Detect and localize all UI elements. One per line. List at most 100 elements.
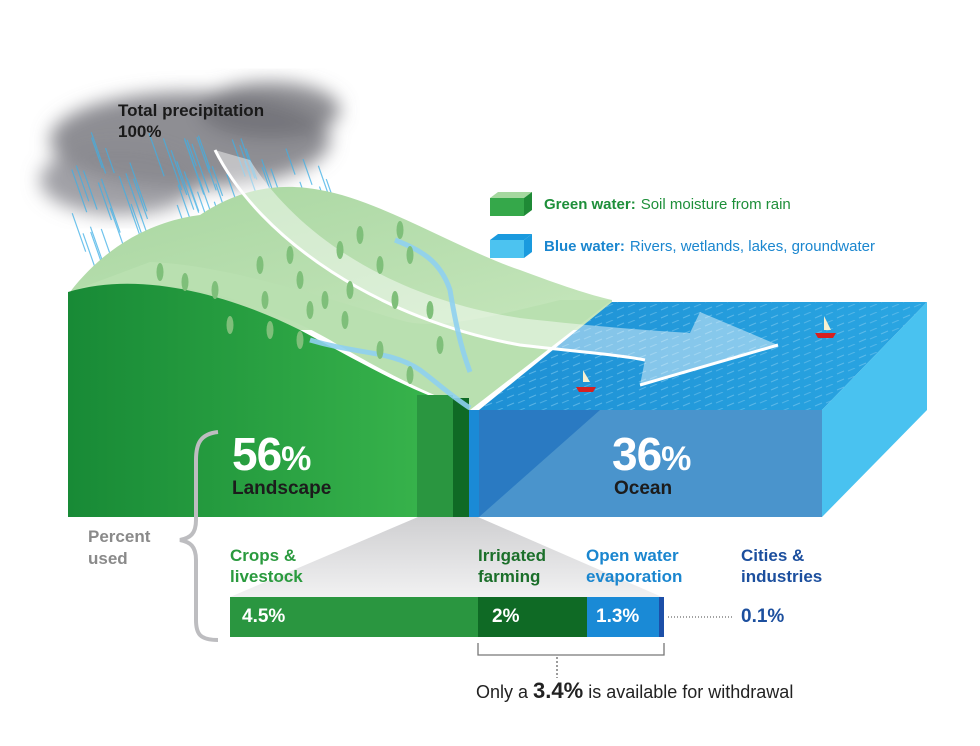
rain-streak <box>148 133 165 177</box>
bar-crops-livestock <box>230 597 478 637</box>
percent-used-line2: used <box>88 549 128 568</box>
ocean-front-shade <box>479 410 600 517</box>
tree-icon <box>346 281 354 299</box>
rain-streak <box>90 137 103 169</box>
rain-streak <box>125 173 143 220</box>
rain-streak <box>132 178 149 220</box>
landscape-top <box>70 262 612 410</box>
tree-icon <box>296 271 304 289</box>
rain-streak <box>130 203 143 234</box>
arrow-edge-2 <box>639 343 779 387</box>
value-irrigated-farming: 2% <box>492 606 520 627</box>
tree-icon <box>356 226 364 244</box>
ocean-value: 36 <box>612 428 662 480</box>
sailboat-icon <box>576 370 596 392</box>
tree-icon <box>256 256 264 274</box>
availability-bracket <box>477 643 665 656</box>
value-open-water-evaporation: 1.3% <box>596 606 640 627</box>
legend-blue-desc: Rivers, wetlands, lakes, groundwater <box>629 237 875 255</box>
ocean-label: Ocean <box>614 478 673 499</box>
rain-streak <box>183 171 200 213</box>
ocean-symbol: % <box>661 440 691 478</box>
availability-prefix: Only a <box>476 682 529 702</box>
tree-icon <box>266 321 274 339</box>
rain-streak <box>231 139 246 177</box>
sailboat-icon <box>815 316 836 338</box>
precipitation-value: 100% <box>118 122 162 141</box>
rain-streak <box>118 175 135 218</box>
bar-irrigated-farming <box>478 597 587 637</box>
rain-streak <box>186 139 197 167</box>
landscape-percent: 56% <box>232 427 311 481</box>
rain-streak <box>162 138 183 191</box>
legend-green-key: Green water: <box>544 195 636 213</box>
rain-streak <box>285 148 296 175</box>
category-label: industries <box>741 567 823 586</box>
rain-streak <box>170 150 188 196</box>
tree-icon <box>376 256 384 274</box>
rain-streak <box>183 138 204 193</box>
rain-streak <box>302 158 313 186</box>
rain-streak <box>239 144 252 177</box>
rain-streak <box>240 138 256 179</box>
strip-open-water <box>469 410 479 517</box>
availability-note: Only a 3.4% is available for withdrawal <box>476 678 793 704</box>
strip-crops <box>417 395 453 517</box>
green-cube-icon <box>490 192 532 216</box>
category-label: Irrigated <box>478 546 547 565</box>
availability-value: 3.4% <box>533 678 584 703</box>
landscape-front <box>68 283 470 517</box>
tree-icon <box>391 291 399 309</box>
rain-streak <box>104 147 115 174</box>
tree-icon <box>426 301 434 319</box>
tree-icon <box>306 301 314 319</box>
value-cities-industries: 0.1% <box>741 606 785 627</box>
rain-streak <box>71 169 88 213</box>
precipitation-title: Total precipitation <box>118 101 265 120</box>
category-cities-industries: Cities & industries <box>741 545 822 587</box>
rain-streak <box>97 182 113 221</box>
rain-streak <box>71 212 87 252</box>
rain-streak <box>90 231 103 265</box>
category-label: Open water <box>586 546 679 565</box>
zoom-wedge <box>230 517 662 597</box>
ocean-waves <box>479 302 927 410</box>
rain-cloud <box>40 82 340 215</box>
rain-streak <box>211 166 224 197</box>
bar-open-water-evaporation <box>587 597 659 637</box>
legend-blue-key: Blue water: <box>544 237 625 255</box>
tree-icon <box>226 316 234 334</box>
legend-blue-water: Blue water: Rivers, wetlands, lakes, gro… <box>490 234 875 258</box>
precipitation-label: Total precipitation 100% <box>118 100 264 142</box>
tree-icon <box>286 246 294 264</box>
rain-streak <box>90 132 107 174</box>
rain-streak <box>206 164 217 191</box>
rain-streak <box>100 178 121 233</box>
rain-streak <box>197 135 211 170</box>
percent-used-label: Percent used <box>88 526 150 570</box>
category-label: evaporation <box>586 567 683 586</box>
bar-cities-industries <box>659 597 664 637</box>
availability-suffix: is available for withdrawal <box>588 682 794 702</box>
tree-icon <box>156 263 164 281</box>
rain-streak <box>75 165 90 202</box>
category-label: livestock <box>230 567 303 586</box>
river <box>309 237 473 411</box>
ocean-percent: 36% <box>612 427 691 481</box>
strip-irrigated <box>453 398 469 517</box>
tree-icon <box>406 366 414 384</box>
tree-icon <box>406 246 414 264</box>
tree-icon <box>341 311 349 329</box>
rain-streak <box>245 148 258 180</box>
rain-streak <box>191 143 210 193</box>
legend-green-desc: Soil moisture from rain <box>640 195 791 213</box>
trees <box>156 221 444 384</box>
rain-streak <box>176 161 195 210</box>
legend-green-water: Green water: Soil moisture from rain <box>490 192 791 216</box>
tree-icon <box>321 291 329 309</box>
rain-streak <box>82 170 98 210</box>
tree-icon <box>396 221 404 239</box>
category-label: Cities & <box>741 546 805 565</box>
landscape-symbol: % <box>281 440 311 478</box>
